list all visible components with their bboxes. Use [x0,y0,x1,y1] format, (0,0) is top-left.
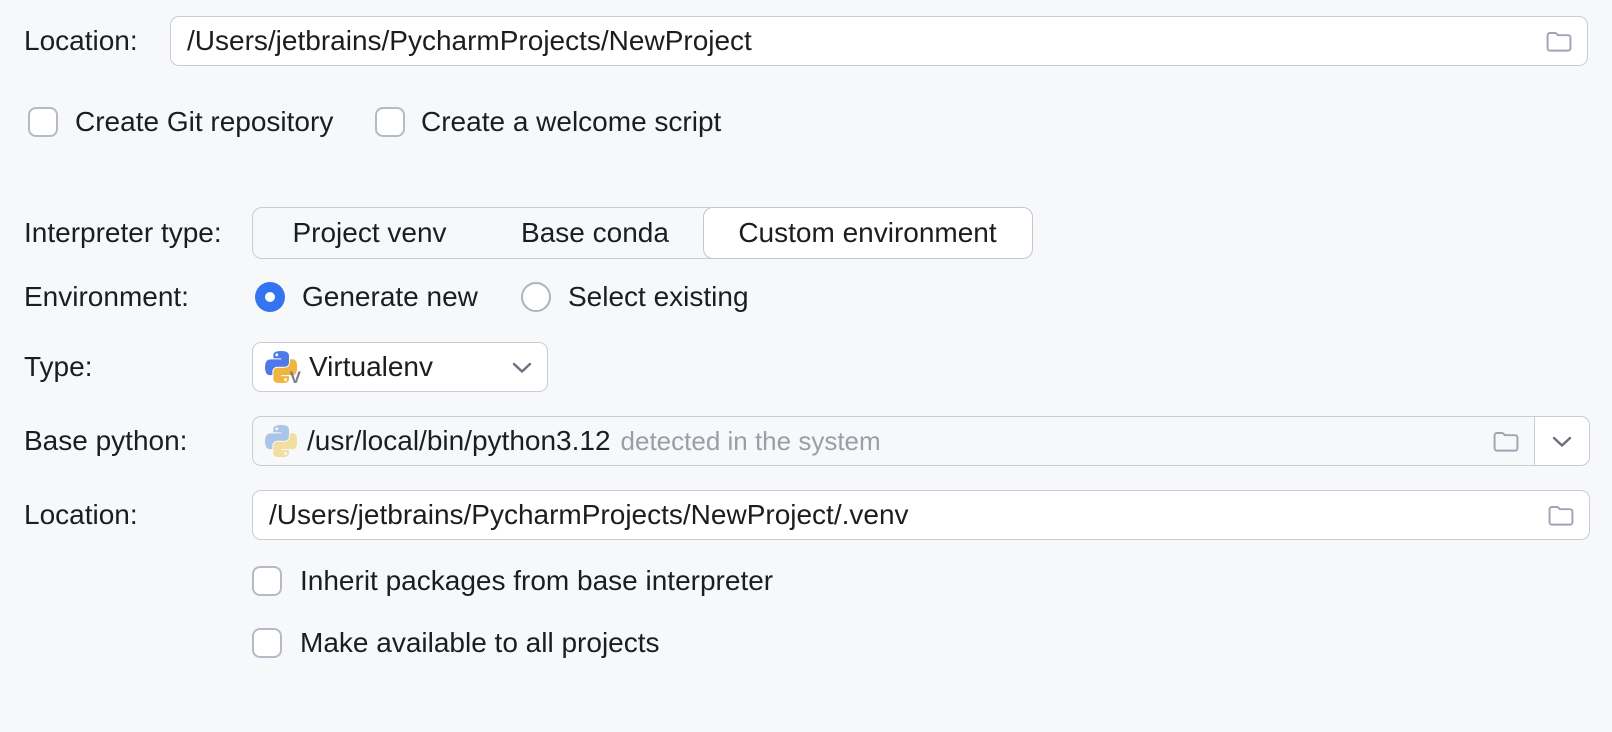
python-icon [264,425,298,458]
venv-location-input[interactable]: /Users/jetbrains/PycharmProjects/NewProj… [252,490,1590,540]
type-label: Type: [24,351,93,382]
interpreter-type-label: Interpreter type: [24,217,222,248]
generate-new-label[interactable]: Generate new [302,281,478,312]
make-available-label[interactable]: Make available to all projects [300,627,660,658]
base-python-expand-button[interactable] [1535,417,1589,465]
create-git-repository-label[interactable]: Create Git repository [75,106,334,137]
base-python-value: /usr/local/bin/python3.12 [307,425,611,456]
folder-icon[interactable] [1484,429,1534,453]
type-value: Virtualenv [309,351,434,382]
base-python-hint: detected in the system [620,425,881,456]
inherit-packages-label[interactable]: Inherit packages from base interpreter [300,565,774,596]
type-dropdown[interactable]: V Virtualenv [252,342,548,392]
combo-divider [1533,417,1535,465]
create-git-repository-checkbox[interactable] [28,107,58,137]
environment-label: Environment: [24,281,189,312]
project-location-label: Location: [24,25,138,56]
make-available-checkbox[interactable] [252,628,282,658]
interpreter-type-segmented-control: Project venv Base conda Custom environme… [252,206,1033,259]
interpreter-option-base-conda[interactable]: Base conda [486,207,704,259]
chevron-down-icon[interactable] [503,361,547,374]
base-python-combobox[interactable]: /usr/local/bin/python3.12 detected in th… [252,416,1590,466]
select-existing-radio[interactable] [521,282,551,312]
python-virtualenv-icon: V [264,351,301,386]
venv-location-value: /Users/jetbrains/PycharmProjects/NewProj… [269,499,909,530]
inherit-packages-checkbox[interactable] [252,566,282,596]
select-existing-label[interactable]: Select existing [568,281,749,312]
interpreter-option-project-venv[interactable]: Project venv [253,207,486,259]
interpreter-option-custom-environment[interactable]: Custom environment [702,206,1033,259]
virtualenv-v-badge: V [289,368,301,387]
create-welcome-script-checkbox[interactable] [375,107,405,137]
project-location-input[interactable]: /Users/jetbrains/PycharmProjects/NewProj… [170,16,1588,66]
base-python-label: Base python: [24,425,188,456]
folder-icon[interactable] [1537,29,1587,53]
generate-new-radio[interactable] [255,282,285,312]
project-location-value: /Users/jetbrains/PycharmProjects/NewProj… [187,25,752,56]
venv-location-label: Location: [24,499,138,530]
folder-icon[interactable] [1539,503,1589,527]
create-welcome-script-label[interactable]: Create a welcome script [421,106,722,137]
